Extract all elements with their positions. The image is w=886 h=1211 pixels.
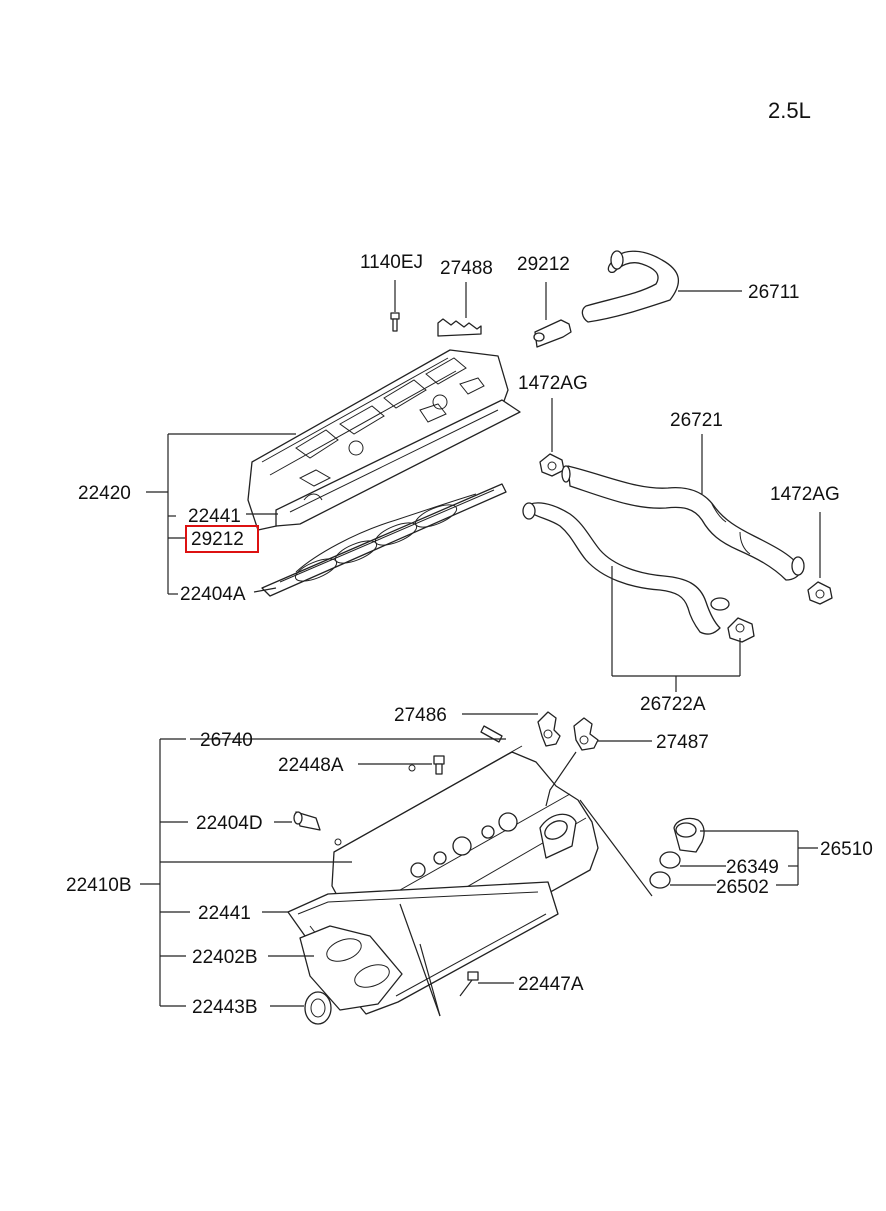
clamp-1472AG-a-part [539,398,565,477]
gasket-22404A-part [261,483,507,597]
part-label-26721[interactable]: 26721 [670,410,723,431]
part-label-22448A[interactable]: 22448A [278,755,344,776]
part-label-22441-lower[interactable]: 22441 [198,903,251,924]
engine-variant-label: 2.5L [768,98,811,123]
pcv-valve-26740-part [190,725,506,743]
part-label-27486[interactable]: 27486 [394,705,447,726]
part-label-1472AG-b[interactable]: 1472AG [770,484,840,505]
part-label-29212-top[interactable]: 29212 [517,254,570,275]
part-label-22443B[interactable]: 22443B [192,997,258,1018]
seal-22443B-part [270,991,332,1025]
fitting-27487-part [573,717,652,751]
clamp-1472AG-b-part [807,512,833,605]
hose-26721-part [561,434,805,581]
bolt-1140EJ-part [390,280,400,332]
leader-lines-lower [399,751,653,1017]
gasket-22441-upper-part [275,399,521,527]
hose-26711-part [581,250,742,323]
part-label-22404D[interactable]: 22404D [196,813,263,834]
part-label-29212-selected[interactable]: 29212 [191,529,244,550]
oil-filler-cap-26510-part [649,817,818,889]
part-label-22410B[interactable]: 22410B [66,875,132,896]
part-label-22447A[interactable]: 22447A [518,974,584,995]
part-label-27488[interactable]: 27488 [440,258,493,279]
bolt-22447A-part [459,971,514,997]
plug-22404D-part [274,811,321,831]
bolt-22448A-part [358,755,445,775]
selected-part-highlight [185,525,259,553]
fitting-27486-part [462,711,561,747]
part-label-26740[interactable]: 26740 [200,730,253,751]
gasket-22402B-part [299,925,403,1011]
clip-27488-part [437,282,482,337]
part-label-26502[interactable]: 26502 [716,877,769,898]
part-label-26349[interactable]: 26349 [726,857,779,878]
part-label-26711[interactable]: 26711 [748,282,799,303]
part-label-1472AG-a[interactable]: 1472AG [518,373,588,394]
part-label-22404A[interactable]: 22404A [180,584,246,605]
bracket-22410B [140,738,352,1007]
bracket-22420 [146,433,296,595]
part-label-22441-upper[interactable]: 22441 [188,506,241,527]
part-label-22420[interactable]: 22420 [78,483,131,504]
part-label-26722A[interactable]: 26722A [640,694,706,715]
part-label-1140EJ[interactable]: 1140EJ [360,252,423,273]
hose-26722A-part [522,502,755,692]
part-label-22402B[interactable]: 22402B [192,947,258,968]
part-label-26510[interactable]: 26510 [820,839,873,860]
bolt-29212-part [533,282,572,348]
part-label-27487[interactable]: 27487 [656,732,709,753]
